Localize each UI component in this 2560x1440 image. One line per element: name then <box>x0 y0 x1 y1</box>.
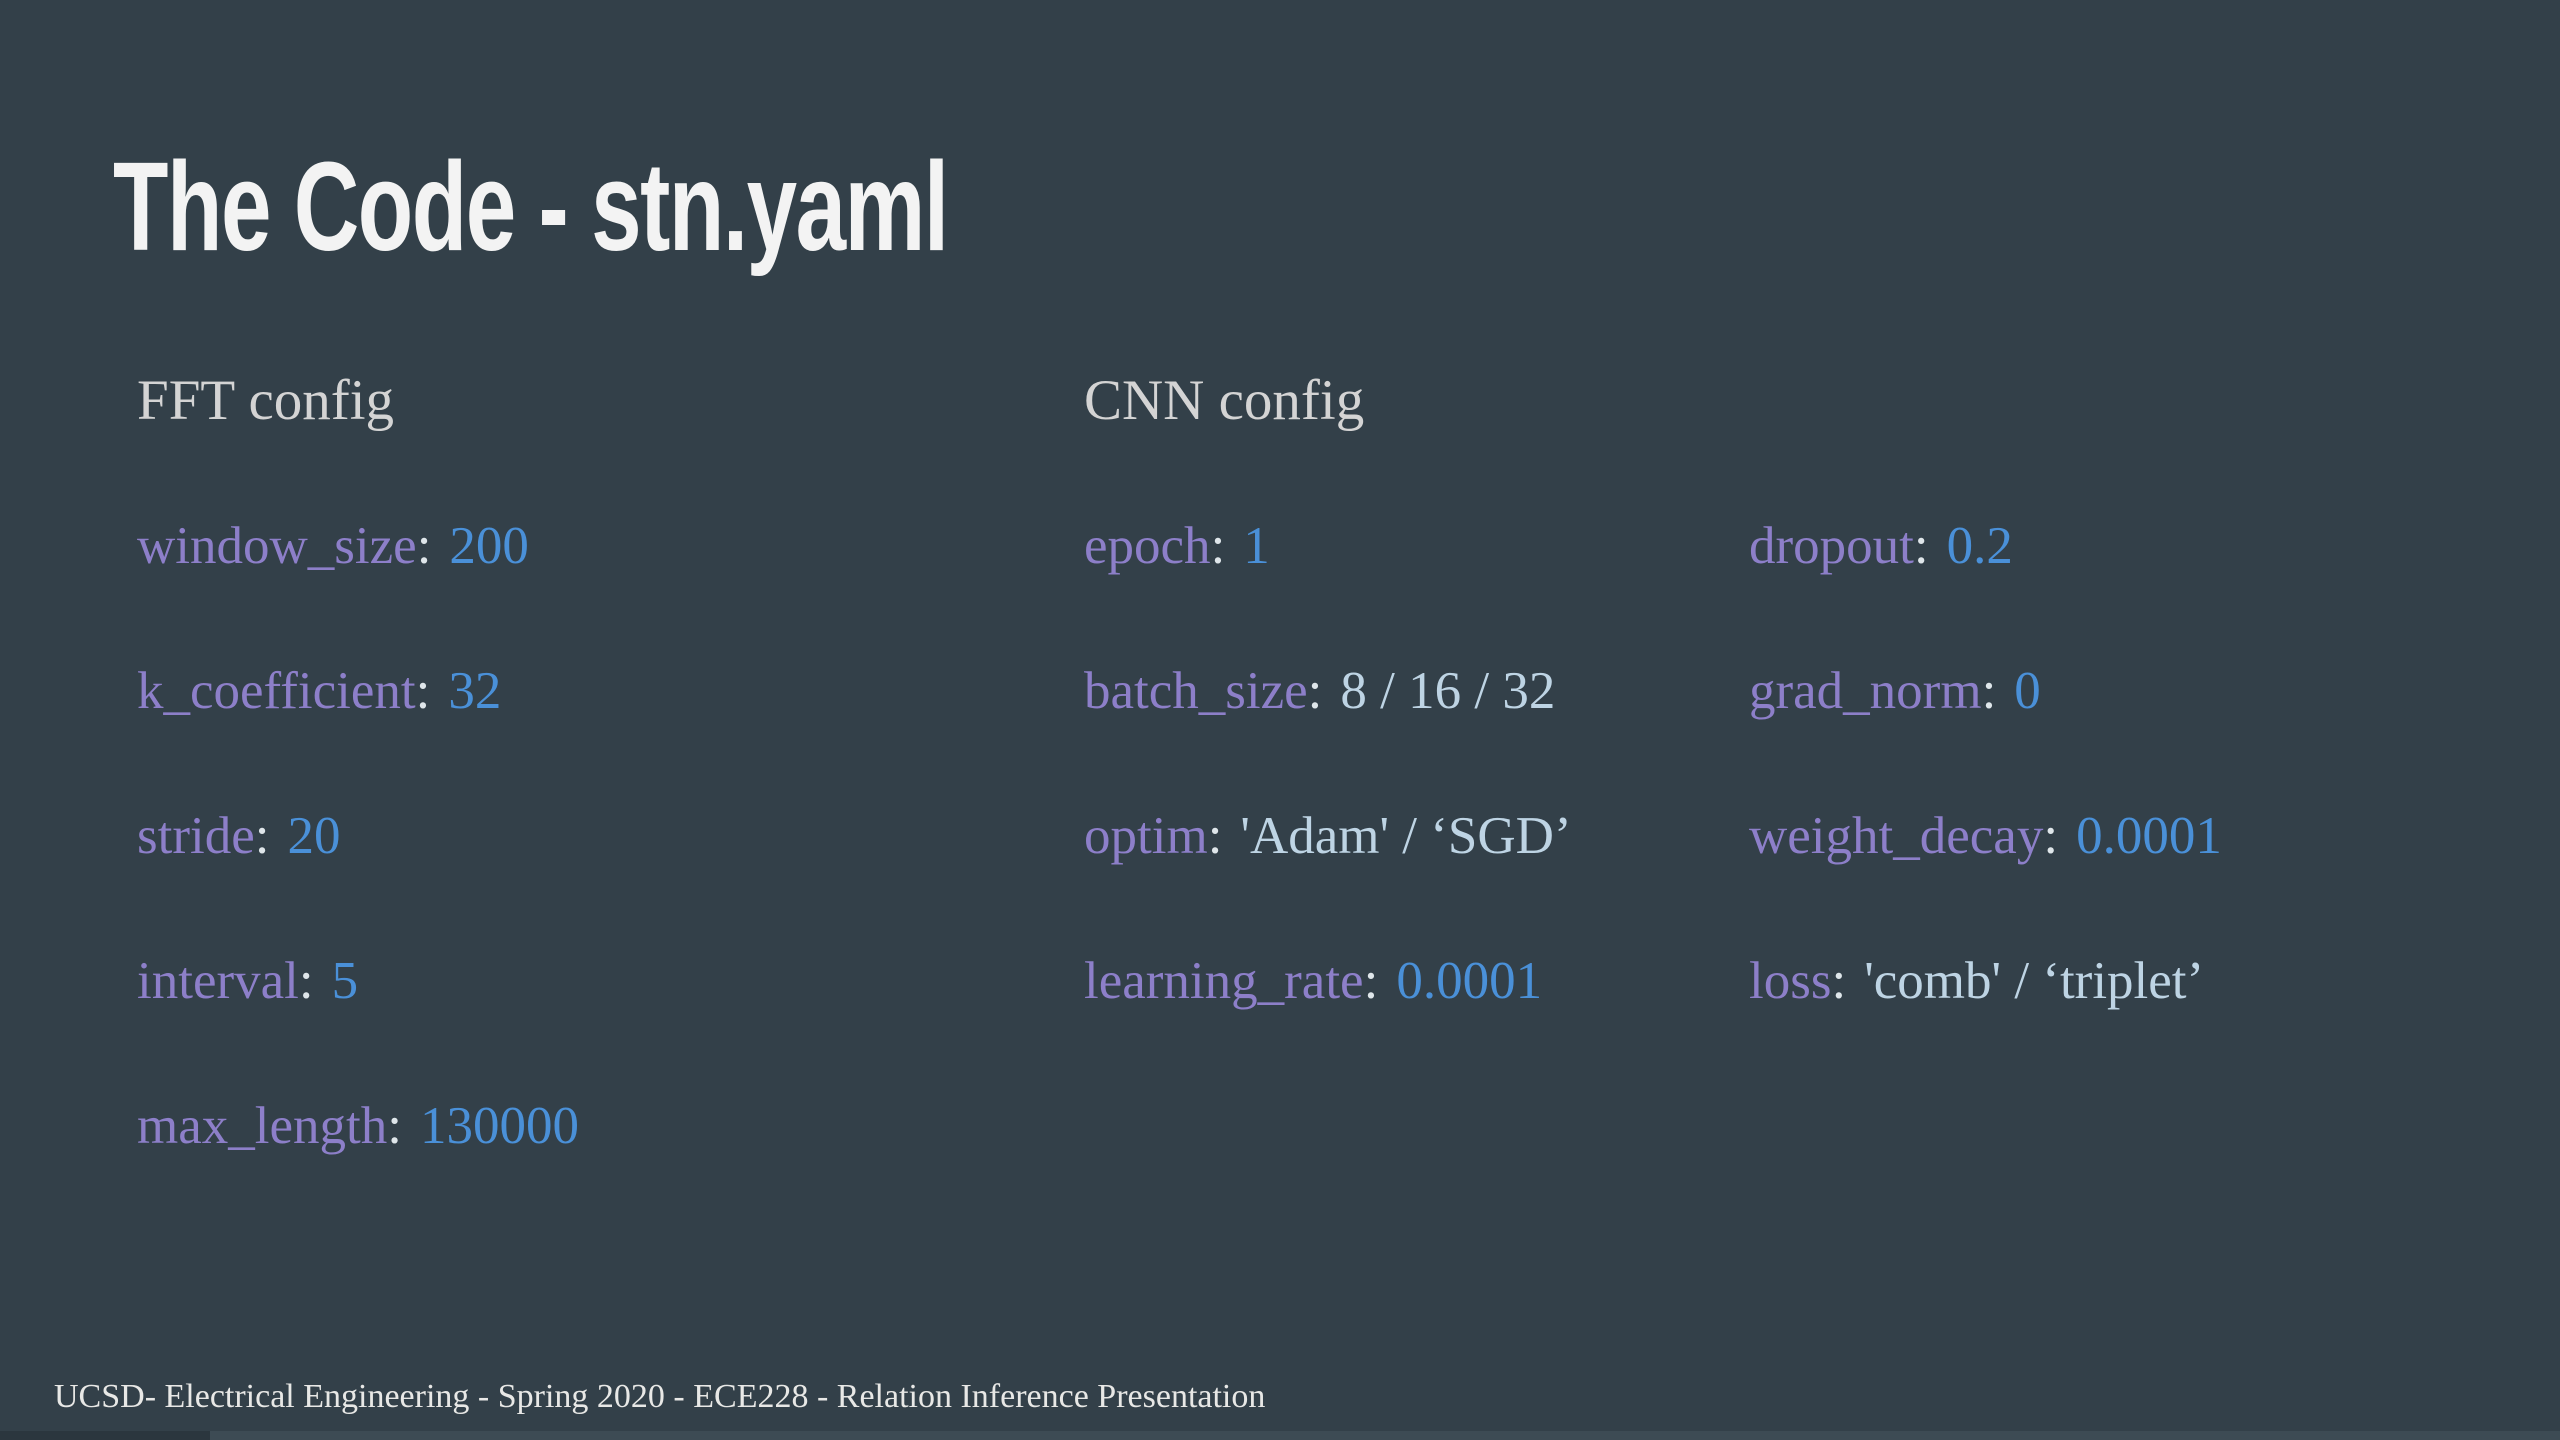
cnn-config-column-2: dropout:0.2 grad_norm:0 weight_decay:0.0… <box>1749 328 2222 1053</box>
config-key: k_coefficient <box>137 661 416 720</box>
config-value: 'Adam' / ‘SGD’ <box>1240 806 1572 865</box>
colon: : <box>1307 661 1323 720</box>
config-row-interval: interval:5 <box>137 908 579 1053</box>
page-title: The Code - stn.yaml <box>113 136 949 277</box>
config-value: 32 <box>448 661 502 720</box>
config-value: 0.0001 <box>1396 951 1543 1010</box>
config-key: stride <box>137 806 255 865</box>
section-heading-spacer <box>1749 328 2222 473</box>
config-row-dropout: dropout:0.2 <box>1749 473 2222 618</box>
config-key: epoch <box>1084 516 1211 575</box>
config-row-weight-decay: weight_decay:0.0001 <box>1749 763 2222 908</box>
config-value: 0.2 <box>1946 516 2013 575</box>
config-row-optim: optim: 'Adam' / ‘SGD’ <box>1084 763 1572 908</box>
config-value: 200 <box>449 516 529 575</box>
colon: : <box>1831 951 1847 1010</box>
config-row-epoch: epoch:1 <box>1084 473 1572 618</box>
colon: : <box>254 806 270 865</box>
colon: : <box>2043 806 2059 865</box>
config-row-k-coefficient: k_coefficient:32 <box>137 618 579 763</box>
config-value: 'comb' / ‘triplet’ <box>1864 951 2205 1010</box>
config-value: 0.0001 <box>2076 806 2222 865</box>
section-heading-cnn: CNN config <box>1084 369 1365 432</box>
config-row-window-size: window_size:200 <box>137 473 579 618</box>
config-key: loss <box>1749 951 1832 1010</box>
colon: : <box>1210 516 1226 575</box>
colon: : <box>298 951 314 1010</box>
section-heading-fft: FFT config <box>137 369 395 432</box>
config-key: dropout <box>1749 516 1914 575</box>
cnn-config-column: CNN config epoch:1 batch_size:8 / 16 / 3… <box>1084 328 1572 1053</box>
config-value: 130000 <box>419 1096 579 1155</box>
config-key: grad_norm <box>1749 661 1982 720</box>
config-row-grad-norm: grad_norm:0 <box>1749 618 2222 763</box>
colon: : <box>1207 806 1223 865</box>
config-row-batch-size: batch_size:8 / 16 / 32 <box>1084 618 1572 763</box>
config-value: 1 <box>1243 516 1270 575</box>
config-key: batch_size <box>1084 661 1308 720</box>
colon: : <box>1913 516 1929 575</box>
colon: : <box>1981 661 1997 720</box>
config-value: 0 <box>2014 661 2041 720</box>
colon: : <box>1363 951 1379 1010</box>
bottom-bar <box>0 1431 2560 1440</box>
config-row-max-length: max_length:130000 <box>137 1053 579 1198</box>
config-key: window_size <box>137 516 417 575</box>
colon: : <box>416 516 432 575</box>
config-key: optim <box>1084 806 1208 865</box>
config-value: 8 / 16 / 32 <box>1340 661 1556 720</box>
bottom-bar-left-segment <box>0 1431 210 1440</box>
config-row-loss: loss: 'comb' / ‘triplet’ <box>1749 908 2222 1053</box>
config-key: interval <box>137 951 299 1010</box>
config-key: learning_rate <box>1084 951 1364 1010</box>
colon: : <box>415 661 431 720</box>
config-value: 5 <box>331 951 359 1010</box>
config-key: max_length <box>137 1096 388 1155</box>
config-row-stride: stride:20 <box>137 763 579 908</box>
footer-credit: UCSD- Electrical Engineering - Spring 20… <box>54 1378 1266 1415</box>
config-row-learning-rate: learning_rate:0.0001 <box>1084 908 1572 1053</box>
config-value: 20 <box>287 806 341 865</box>
fft-config-column: FFT config window_size:200 k_coefficient… <box>137 328 579 1198</box>
colon: : <box>387 1096 402 1155</box>
config-key: weight_decay <box>1749 806 2044 865</box>
